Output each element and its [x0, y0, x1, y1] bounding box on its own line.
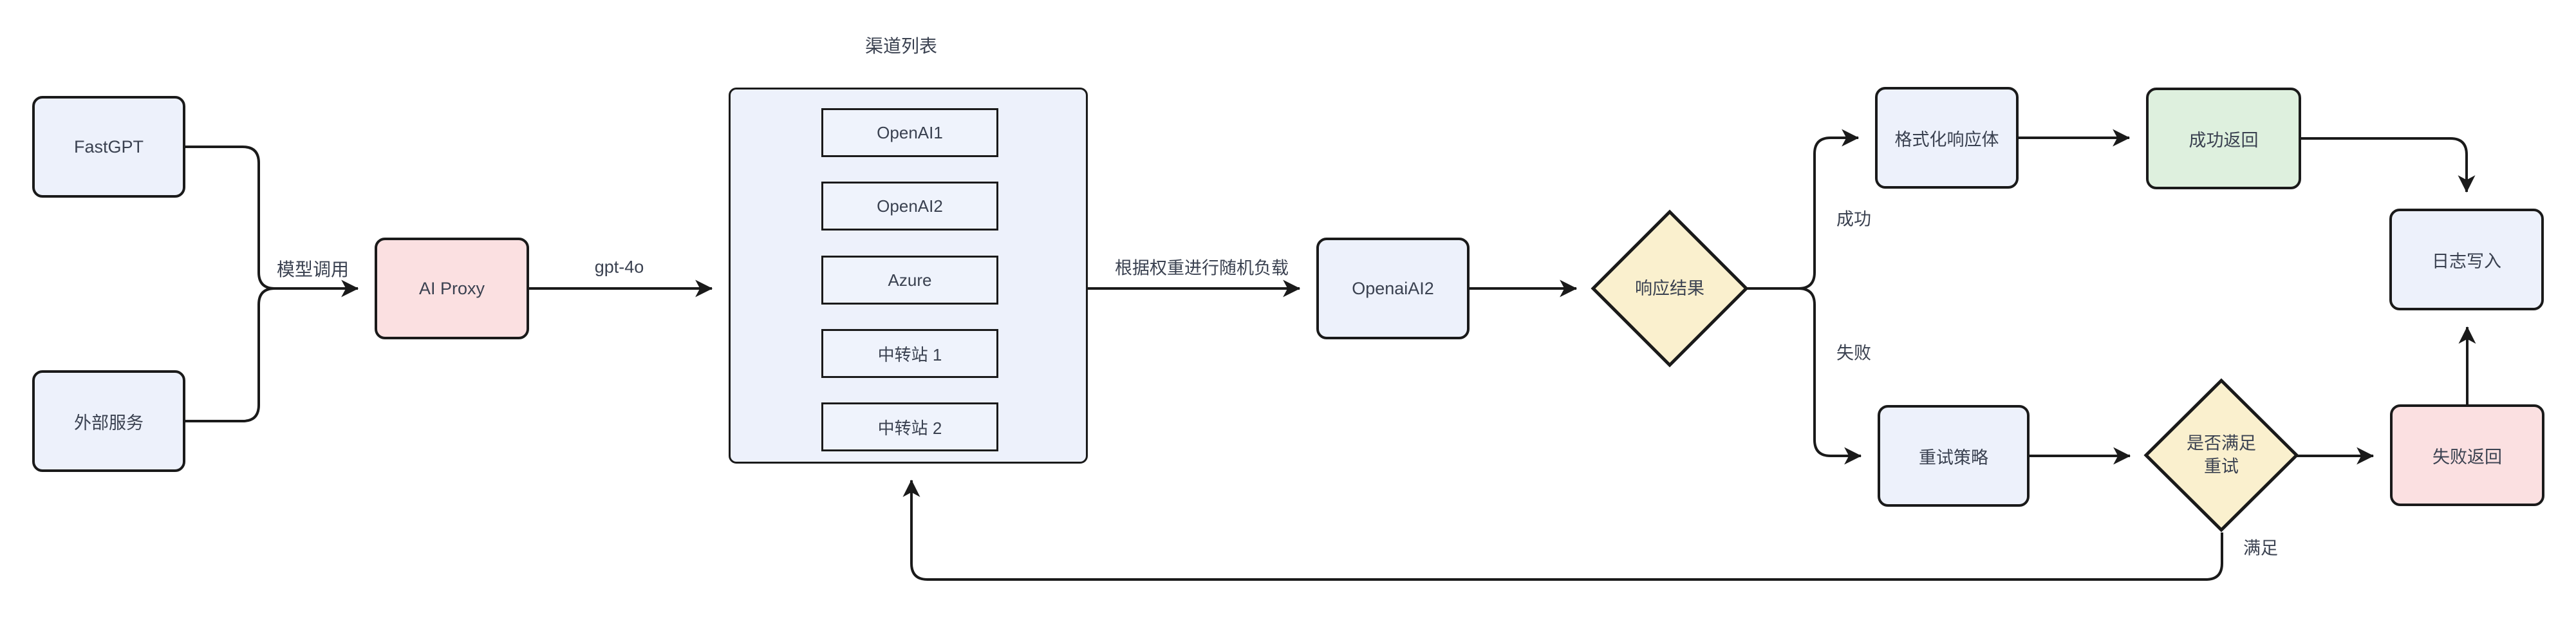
node-openaiai2: OpenaiAI2	[1316, 238, 1470, 339]
channel-list-container: OpenAI1 OpenAI2 Azure 中转站 1 中转站 2	[729, 88, 1088, 464]
retry-check-line2: 重试	[2204, 457, 2239, 476]
channel-list-title: 渠道列表	[864, 36, 938, 56]
channel-openai1: OpenAI1	[821, 108, 998, 157]
edge-label-model-call: 模型调用	[276, 259, 350, 279]
channel-relay-1: 中转站 1	[821, 329, 998, 378]
edge-response-success-to-format	[1746, 129, 1860, 290]
edge-success-return-to-log	[2301, 137, 2476, 193]
edge-response-fail-to-retry	[1746, 287, 1862, 465]
edge-external-to-merge	[185, 287, 275, 422]
response-result-label: 响应结果	[1635, 278, 1704, 298]
retry-check-line1: 是否满足	[2187, 433, 2256, 453]
edge-check-loop-to-channels	[902, 479, 2223, 581]
node-format-response: 格式化响应体	[1875, 87, 2019, 189]
node-retry-strategy: 重试策略	[1878, 405, 2030, 507]
channel-openai2: OpenAI2	[821, 182, 998, 231]
edge-label-success: 成功	[1836, 209, 1871, 229]
node-log-write: 日志写入	[2389, 209, 2544, 310]
node-ai-proxy: AI Proxy	[375, 238, 529, 339]
edge-label-fail: 失败	[1836, 343, 1871, 363]
edge-label-load-balance: 根据权重进行随机负载	[1115, 258, 1289, 278]
channel-azure: Azure	[821, 256, 998, 305]
node-external-service: 外部服务	[32, 370, 185, 472]
retry-check-diamond	[2143, 378, 2299, 532]
edge-label-satisfied: 满足	[2243, 538, 2278, 558]
node-success-return: 成功返回	[2146, 88, 2301, 189]
node-fastgpt: FastGPT	[32, 96, 185, 198]
channel-relay-2: 中转站 2	[821, 402, 998, 451]
retry-check-label: 是否满足 重试	[2187, 432, 2256, 479]
node-fail-return: 失败返回	[2390, 404, 2544, 506]
response-result-diamond	[1591, 209, 1749, 368]
edge-fastgpt-to-aiproxy	[185, 146, 359, 297]
edge-label-gpt-4o: gpt-4o	[594, 257, 644, 277]
